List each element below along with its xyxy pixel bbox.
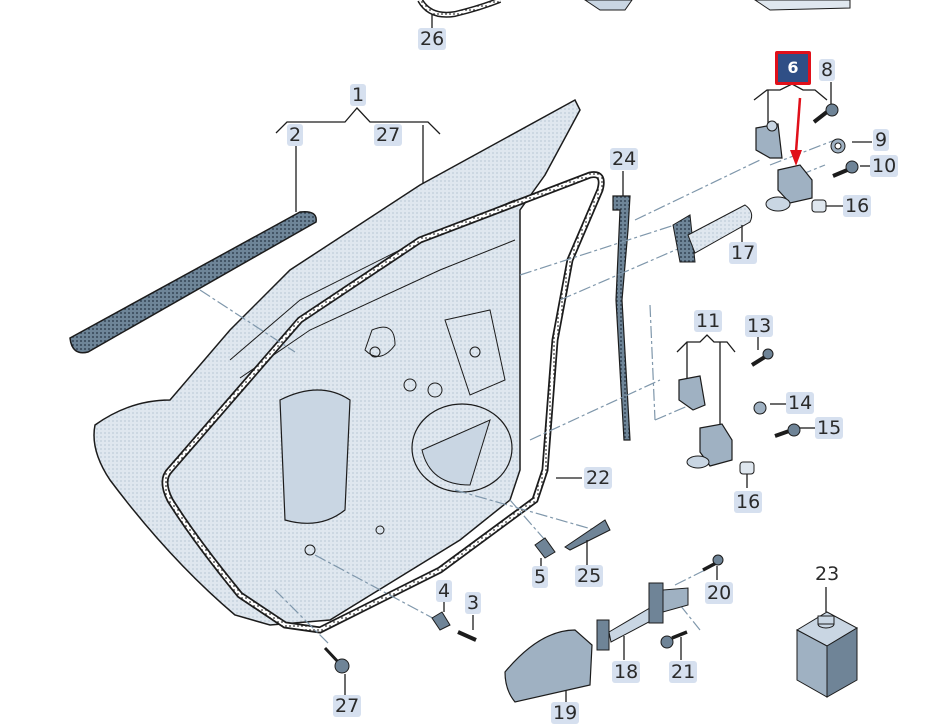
callout-11[interactable]: 11 (694, 310, 723, 332)
top-part-fragment (584, 0, 851, 11)
callout-16-lower[interactable]: 16 (734, 491, 763, 513)
seal-part-24 (612, 171, 631, 441)
bolt-part-10 (832, 160, 872, 178)
door-shell-part-1 (93, 98, 581, 626)
callout-25[interactable]: 25 (575, 565, 604, 587)
callout-13[interactable]: 13 (745, 315, 774, 337)
callout-5[interactable]: 5 (532, 566, 549, 588)
callout-24[interactable]: 24 (610, 148, 639, 170)
callout-26[interactable]: 26 (418, 28, 447, 50)
callout-23[interactable]: 23 (815, 563, 840, 585)
bracket-1 (275, 107, 441, 212)
callout-8[interactable]: 8 (819, 59, 836, 81)
clip-part-25 (564, 519, 611, 565)
callout-15[interactable]: 15 (815, 417, 844, 439)
hinge-part-6 (753, 83, 843, 213)
callout-9[interactable]: 9 (873, 129, 890, 151)
top-seal-fragment (417, 0, 502, 30)
sleeve-part-4 (431, 600, 451, 631)
door-seal-part-22 (161, 171, 605, 634)
bolt-part-20 (702, 554, 724, 580)
callout-4[interactable]: 4 (436, 580, 453, 602)
bolt-part-3 (457, 615, 477, 642)
callout-27-top[interactable]: 27 (374, 124, 403, 146)
callout-6-selected[interactable]: 6 (775, 51, 811, 85)
nut-part-14 (753, 401, 786, 415)
hinge-part-11 (676, 334, 755, 488)
callout-17[interactable]: 17 (729, 242, 758, 264)
callout-10[interactable]: 10 (870, 155, 899, 177)
selection-arrow (790, 97, 802, 166)
handle-carrier-part-18 (596, 582, 689, 660)
callout-27-bottom[interactable]: 27 (333, 695, 362, 717)
plug-part-5 (534, 537, 556, 567)
callout-16-upper[interactable]: 16 (843, 195, 872, 217)
callout-3[interactable]: 3 (465, 592, 482, 614)
callout-14[interactable]: 14 (786, 392, 815, 414)
nut-part-9 (830, 138, 872, 154)
callout-22[interactable]: 22 (584, 467, 613, 489)
callout-1[interactable]: 1 (350, 84, 367, 106)
screw-part-27 (323, 646, 350, 695)
door-stop-part-17 (672, 204, 753, 263)
callout-18[interactable]: 18 (612, 661, 641, 683)
bolt-part-21 (660, 630, 688, 660)
bolt-part-8 (812, 82, 839, 124)
handle-part-19 (504, 629, 593, 705)
trim-strip-part-2 (69, 210, 317, 354)
bolt-part-15 (774, 423, 815, 438)
bottle-part-23 (795, 587, 859, 698)
bolt-part-13 (750, 336, 774, 367)
callout-20[interactable]: 20 (705, 582, 734, 604)
callout-2[interactable]: 2 (287, 124, 304, 146)
callout-21[interactable]: 21 (669, 661, 698, 683)
callout-19[interactable]: 19 (551, 702, 580, 724)
